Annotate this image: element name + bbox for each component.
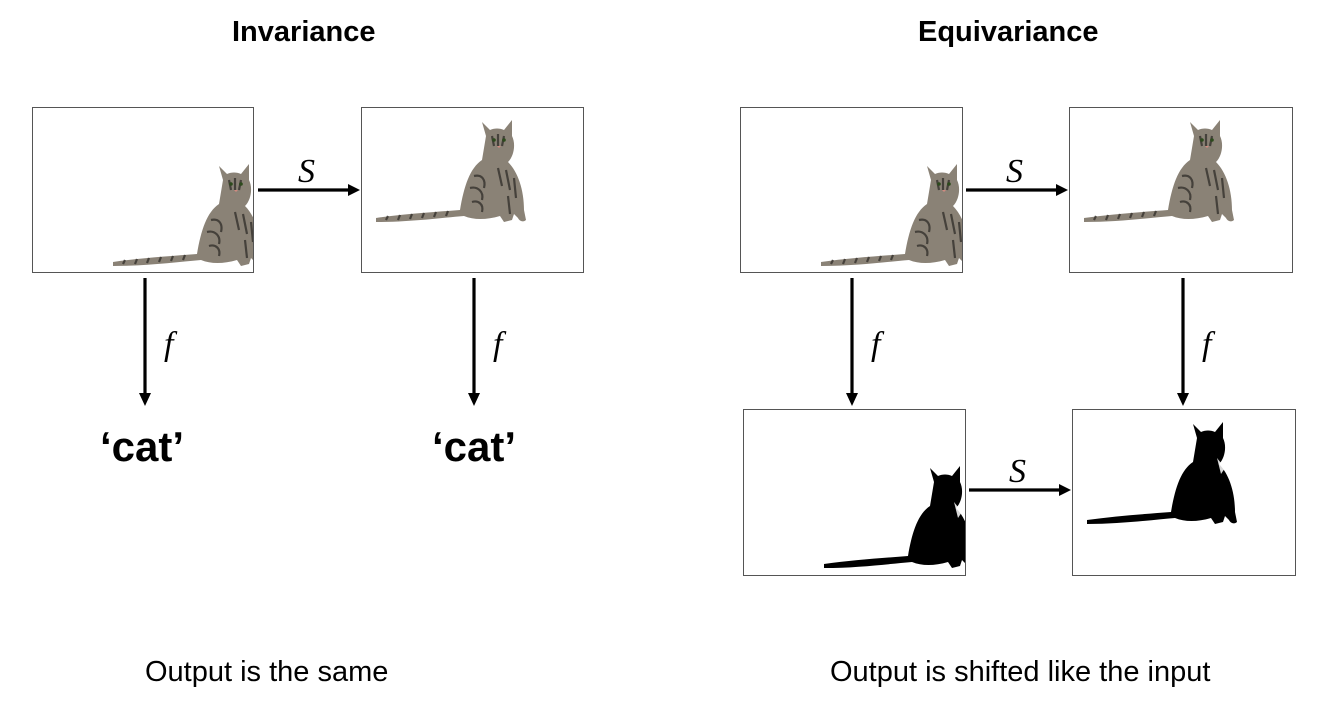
equivariance-caption: Output is shifted like the input — [830, 656, 1211, 688]
eq-output-image — [743, 409, 966, 576]
equivariance-title: Equivariance — [918, 16, 1099, 48]
inv-shift-label: S — [298, 153, 315, 190]
cat-photo-icon — [113, 164, 253, 266]
invariance-caption: Output is the same — [145, 656, 389, 688]
cat-photo-icon — [1084, 120, 1234, 222]
cat-silhouette-icon — [1087, 422, 1237, 524]
eq-f-label-right: f — [1202, 326, 1212, 363]
eq-shifted-image — [1069, 107, 1293, 273]
inv-shifted-image — [361, 107, 584, 273]
inv-f-label-right: f — [493, 326, 503, 363]
cat-silhouette-icon — [824, 466, 965, 568]
eq-f-label-left: f — [871, 326, 881, 363]
inv-input-image — [32, 107, 254, 273]
cat-photo-icon — [376, 120, 526, 222]
eq-shifted-output-image — [1072, 409, 1296, 576]
eq-shift-label-top: S — [1006, 153, 1023, 190]
inv-output-label-right: ‘cat’ — [432, 423, 517, 470]
invariance-title: Invariance — [232, 16, 376, 48]
inv-f-label-left: f — [164, 326, 174, 363]
eq-shift-label-bottom: S — [1009, 453, 1026, 490]
inv-output-label-left: ‘cat’ — [100, 423, 185, 470]
eq-input-image — [740, 107, 963, 273]
cat-photo-icon — [821, 164, 962, 266]
